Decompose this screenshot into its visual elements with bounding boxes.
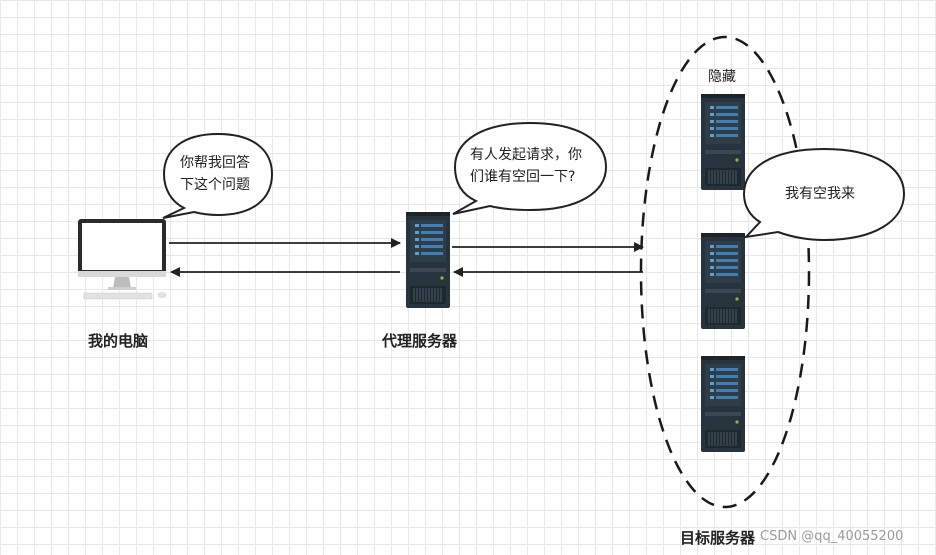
- computer-bubble-line-1: 你帮我回答: [180, 155, 250, 171]
- proxy-server-icon: [405, 211, 451, 309]
- proxy-speech-bubble: [452, 121, 608, 215]
- my-computer-label: 我的电脑: [88, 332, 149, 350]
- computer-bubble-line-2: 下这个问题: [180, 177, 250, 193]
- computer-icon: [78, 219, 167, 300]
- proxy-bubble-text: 有人发起请求，你 们谁有空回一下?: [470, 144, 582, 188]
- proxy-bubble-line-2: 们谁有空回一下?: [470, 169, 576, 185]
- target-servers-label: 目标服务器: [680, 529, 756, 547]
- hidden-label: 隐藏: [708, 69, 736, 85]
- watermark: CSDN @qq_40055200: [760, 529, 904, 544]
- target-bubble-line-1: 我有空我来: [785, 186, 855, 202]
- computer-speech-bubble: [162, 132, 274, 219]
- target-server-icon-1: [700, 93, 746, 191]
- proxy-server-label: 代理服务器: [382, 332, 458, 350]
- target-server-icon-2: [700, 232, 746, 330]
- proxy-bubble-line-1: 有人发起请求，你: [470, 147, 582, 163]
- target-server-icon-3: [700, 355, 746, 453]
- target-bubble-text: 我有空我来: [785, 183, 855, 205]
- target-speech-bubble: [742, 147, 906, 242]
- computer-bubble-text: 你帮我回答 下这个问题: [180, 152, 250, 196]
